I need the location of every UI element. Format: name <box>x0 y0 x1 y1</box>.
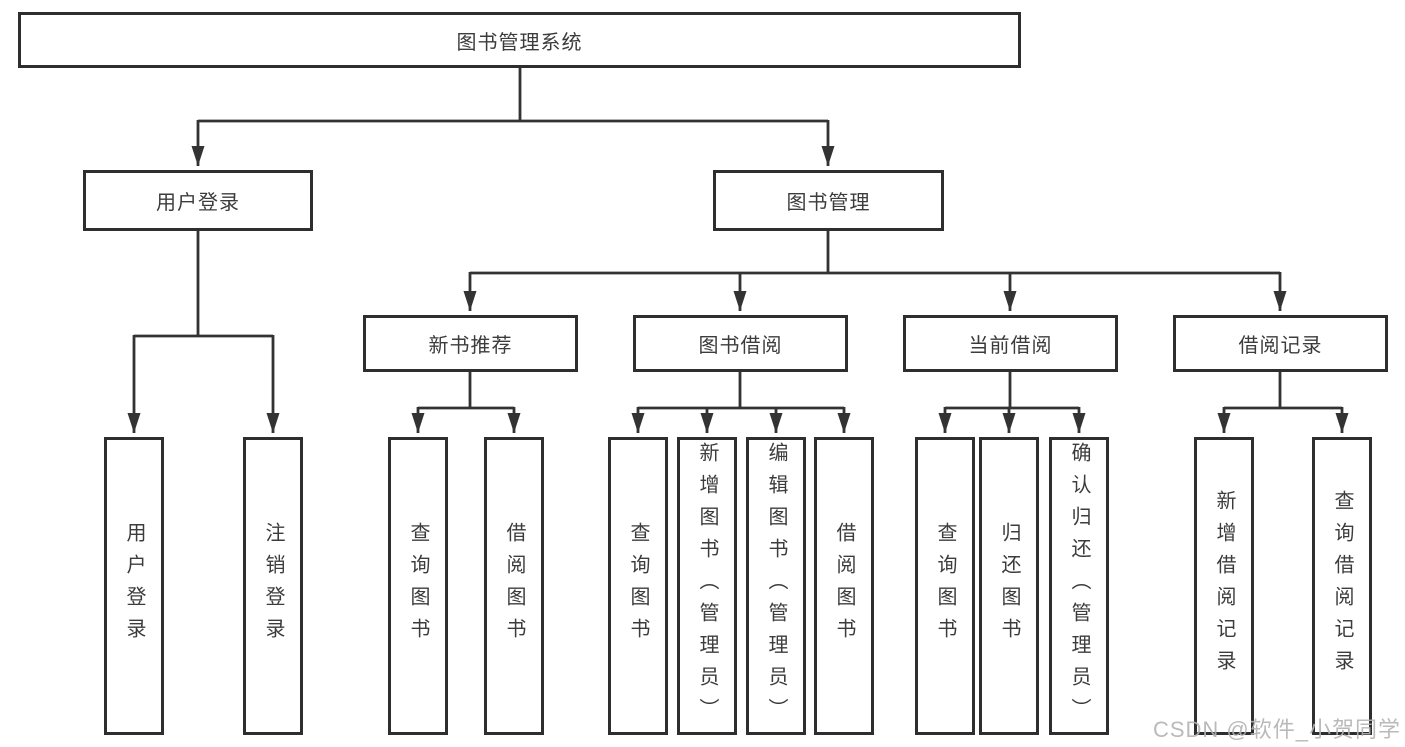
leaf-query-books-current: 查询图书 <box>915 437 975 735</box>
node-current-borrow: 当前借阅 <box>903 315 1118 372</box>
leaf-edit-book-admin: 编辑图书（管理员） <box>746 437 806 735</box>
csdn-watermark: CSDN @软件_小贺同学 <box>1152 717 1401 742</box>
node-borrow-records: 借阅记录 <box>1173 315 1388 372</box>
leaf-add-borrow-record: 新增借阅记录 <box>1194 437 1254 735</box>
leaf-return-book: 归还图书 <box>979 437 1039 735</box>
node-book-borrow: 图书借阅 <box>633 315 848 372</box>
node-root: 图书管理系统 <box>18 12 1021 68</box>
leaf-query-books-borrow: 查询图书 <box>608 437 668 735</box>
node-book-management: 图书管理 <box>713 170 944 231</box>
leaf-user-login: 用户登录 <box>104 437 164 735</box>
leaf-query-borrow-record: 查询借阅记录 <box>1312 437 1372 735</box>
node-user-login: 用户登录 <box>83 170 313 231</box>
leaf-borrow-books-recommend: 借阅图书 <box>484 437 544 735</box>
leaf-confirm-return-admin: 确认归还（管理员） <box>1049 437 1109 735</box>
leaf-borrow-books: 借阅图书 <box>814 437 874 735</box>
leaf-query-books-recommend: 查询图书 <box>388 437 448 735</box>
leaf-add-book-admin: 新增图书（管理员） <box>677 437 737 735</box>
node-new-book-recommend: 新书推荐 <box>363 315 578 372</box>
leaf-logout: 注销登录 <box>243 437 303 735</box>
